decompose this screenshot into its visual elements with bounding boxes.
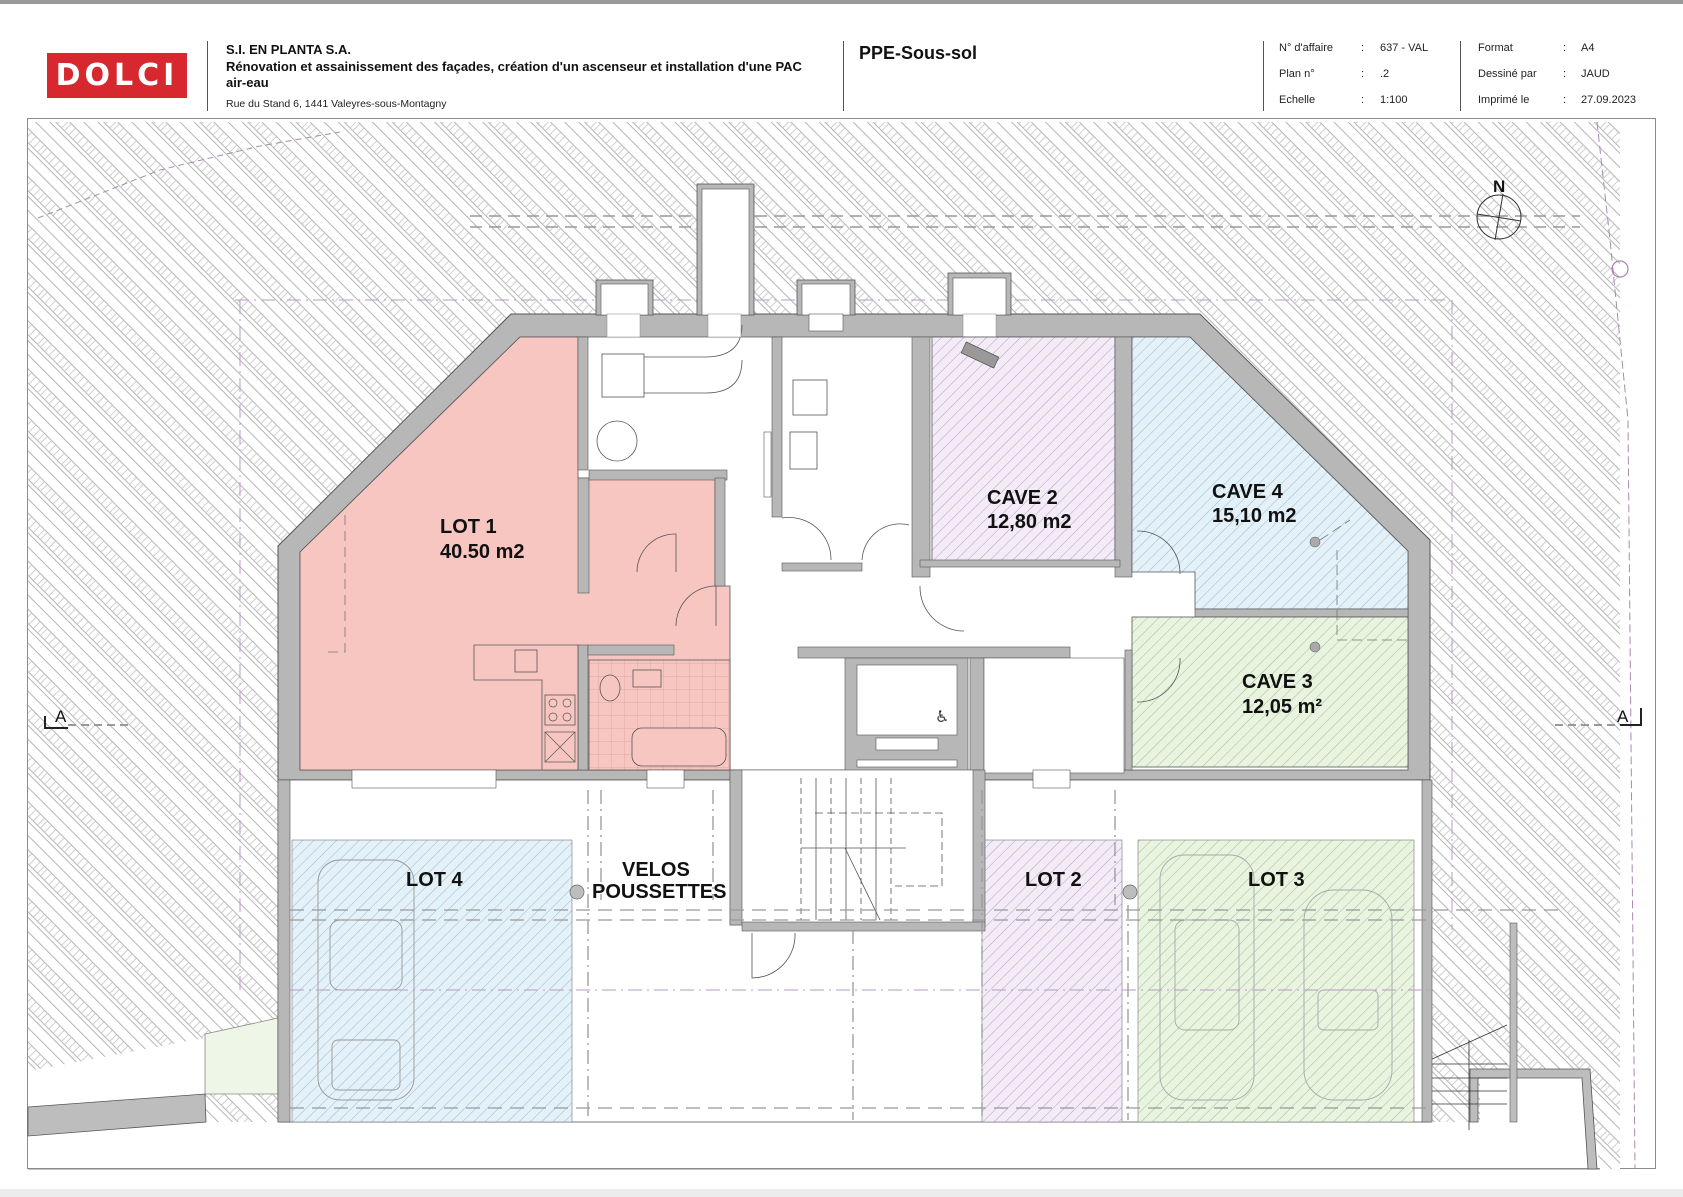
project-description: Rénovation et assainissement des façades… [226,59,802,90]
room-cave2-area: 12,80 m2 [987,511,1072,533]
divider [843,41,844,111]
field-sep: : [1563,42,1567,54]
divider [1460,41,1461,111]
room-cave3-name: CAVE 3 [1242,671,1313,693]
north-arrow-icon [1476,193,1522,241]
plan-title: PPE-Sous-sol [859,43,978,63]
earth-hatch [28,122,1620,1169]
window-top-bar [0,0,1683,4]
field-value-affaire: 637 - VAL [1380,42,1429,54]
project-address: Rue du Stand 6, 1441 Valeyres-sous-Monta… [226,98,447,110]
field-sep: : [1361,94,1365,106]
room-lot1-area: 40.50 m2 [440,541,525,563]
field-sep: : [1563,94,1567,106]
section-label-right: A [1617,707,1629,726]
divider [207,41,208,111]
room-lot1-name: LOT 1 [440,516,497,538]
room-lot2-name: LOT 2 [1025,869,1082,891]
field-sep: : [1361,68,1365,80]
field-label-dessine: Dessiné par [1478,68,1537,80]
divider [1263,41,1264,111]
room-cave2-fill [931,336,1116,565]
room-lot4-name: LOT 4 [406,869,464,891]
field-label-affaire: N° d'affaire [1279,42,1333,54]
room-cave3-fill [1131,616,1409,768]
room-lot3-fill [1137,839,1415,1123]
room-cave4-area: 15,10 m2 [1212,505,1297,527]
room-lot3-name: LOT 3 [1248,869,1305,891]
field-label-echelle: Echelle [1279,94,1316,106]
field-value-imprime: 27.09.2023 [1581,94,1637,106]
field-value-format: A4 [1581,42,1595,54]
title-block: DOLCI S.I. EN PLANTA S.A. Rénovation et … [27,33,1656,119]
room-lot4-fill [291,839,573,1123]
room-velos-name: VELOS [622,859,690,881]
room-velos-sub: POUSSETTES [592,881,726,903]
field-label-format: Format [1478,42,1513,54]
section-marker-left [44,716,132,729]
field-sep: : [1563,68,1567,80]
room-cave2-name: CAVE 2 [987,487,1058,509]
window-bottom-bar [0,1189,1683,1197]
field-sep: : [1361,42,1365,54]
section-marker-right [1555,708,1642,726]
client-name: S.I. EN PLANTA S.A. [226,42,351,57]
room-cave4-name: CAVE 4 [1212,481,1284,503]
north-label: N [1493,177,1505,196]
room-cave3-area: 12,05 m² [1242,696,1322,718]
field-label-plan: Plan n° [1279,68,1315,80]
svg-text:♿: ♿ [935,707,949,726]
field-value-dessine: JAUD [1581,68,1610,80]
section-label-left: A [55,707,67,726]
field-value-echelle: 1:100 [1380,94,1408,106]
field-label-imprime: Imprimé le [1478,94,1530,106]
dolci-logo: DOLCI [47,53,187,98]
room-lot2-fill [981,839,1123,1123]
field-value-plan: .2 [1380,68,1390,80]
